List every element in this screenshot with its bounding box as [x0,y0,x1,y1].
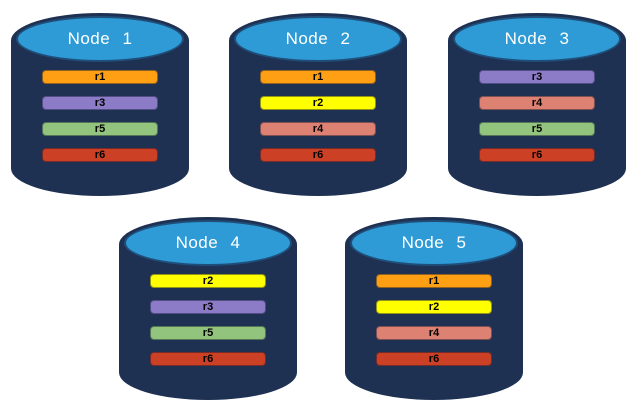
replica-bar-r5: r5 [42,122,158,136]
replica-label: r5 [94,122,106,135]
replica-bar-r2: r2 [376,300,492,314]
replica-bar-r1: r1 [42,70,158,84]
replica-label: r1 [94,70,106,83]
replica-label: r2 [312,96,324,109]
node-title: Node 4 [175,233,241,252]
replica-label: r6 [94,148,106,161]
replica-label: r5 [202,326,214,339]
replica-label: r2 [202,274,214,287]
replica-bar-r6: r6 [150,352,266,366]
replica-bar-r4: r4 [376,326,492,340]
replica-label: r3 [94,96,106,109]
replica-list: r1 r3 r5 r6 [42,70,158,162]
replica-bar-r5: r5 [150,326,266,340]
replica-label: r1 [312,70,324,83]
replica-list: r3 r4 r5 r6 [479,70,595,162]
replica-bar-r1: r1 [260,70,376,84]
replica-label: r3 [202,300,214,313]
cylinder-top: Node 3 [453,16,621,62]
replica-list: r1 r2 r4 r6 [376,274,492,366]
replica-bar-r3: r3 [150,300,266,314]
replica-label: r6 [428,352,440,365]
replica-label: r6 [531,148,543,161]
cylinder-top: Node 1 [16,16,184,62]
replica-bar-r5: r5 [479,122,595,136]
replica-bar-r4: r4 [479,96,595,110]
node-title: Node 1 [67,29,133,48]
node-3: Node 3 r3 r4 r5 r6 [448,8,626,196]
replica-label: r5 [531,122,543,135]
node-4: Node 4 r2 r3 r5 r6 [119,212,297,400]
replica-label: r4 [312,122,324,135]
node-title: Node 5 [401,233,467,252]
node-5: Node 5 r1 r2 r4 r6 [345,212,523,400]
replica-label: r6 [312,148,324,161]
replica-bar-r3: r3 [42,96,158,110]
replica-bar-r4: r4 [260,122,376,136]
replica-label: r1 [428,274,440,287]
cylinder-top: Node 4 [124,220,292,266]
replica-bar-r2: r2 [150,274,266,288]
node-title: Node 2 [285,29,351,48]
replica-bar-r1: r1 [376,274,492,288]
cylinder-top: Node 2 [234,16,402,62]
replica-bar-r6: r6 [376,352,492,366]
replica-bar-r6: r6 [479,148,595,162]
replica-bar-r6: r6 [42,148,158,162]
replica-bar-r6: r6 [260,148,376,162]
replica-label: r2 [428,300,440,313]
replica-label: r4 [531,96,543,109]
replica-label: r4 [428,326,440,339]
replica-label: r3 [531,70,543,83]
replica-bar-r3: r3 [479,70,595,84]
replica-bar-r2: r2 [260,96,376,110]
node-title: Node 3 [504,29,570,48]
cylinder-top: Node 5 [350,220,518,266]
replica-list: r1 r2 r4 r6 [260,70,376,162]
node-2: Node 2 r1 r2 r4 r6 [229,8,407,196]
node-1: Node 1 r1 r3 r5 r6 [11,8,189,196]
replica-label: r6 [202,352,214,365]
replica-list: r2 r3 r5 r6 [150,274,266,366]
